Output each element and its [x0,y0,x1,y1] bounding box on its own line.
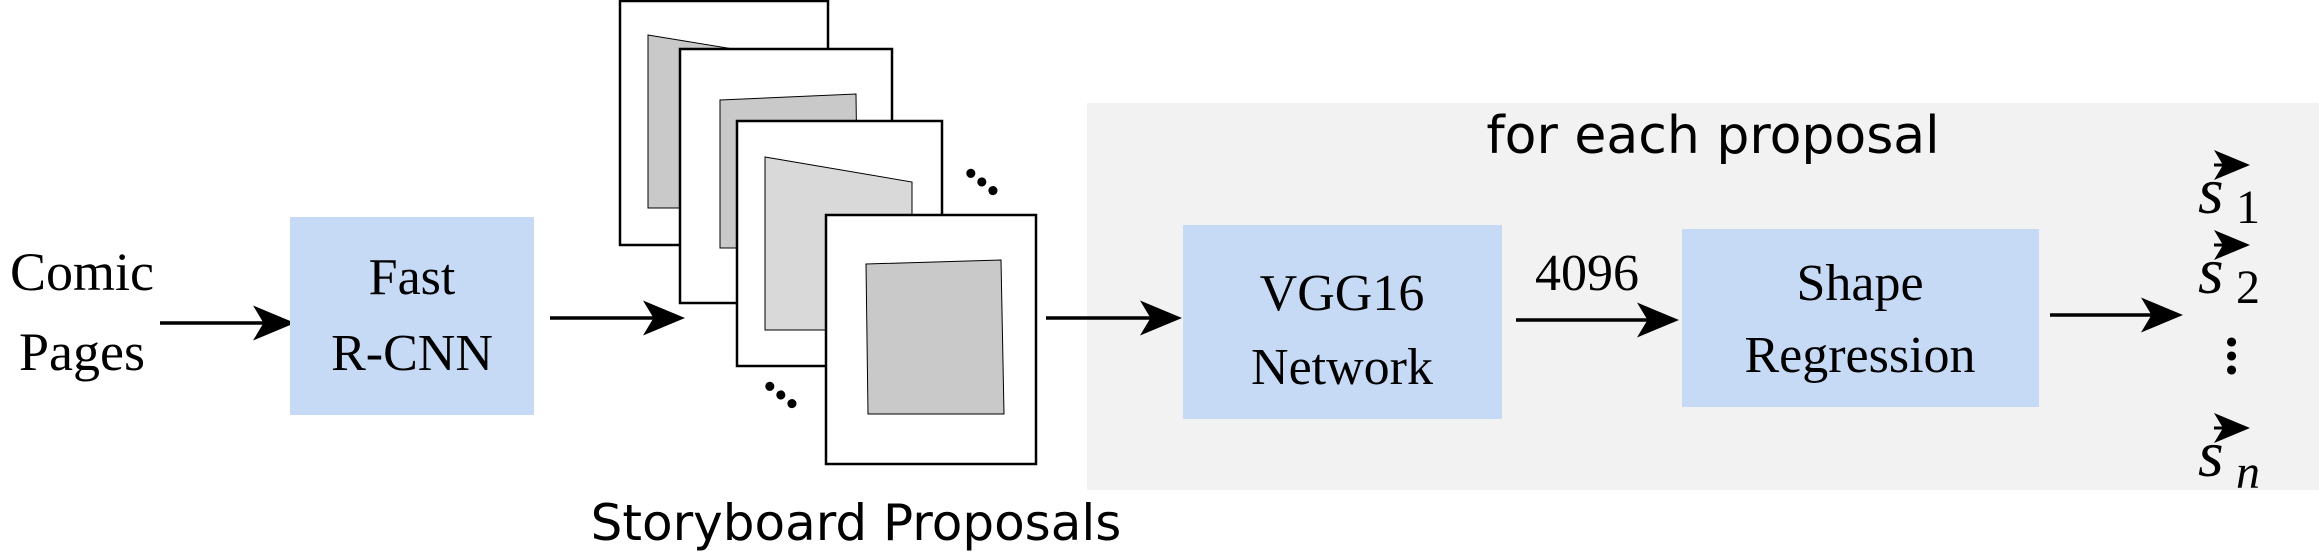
fast-rcnn-label-line1: Fast [369,249,456,306]
output-vector-2-symbol: s [2198,235,2224,308]
proposal-card-4 [824,213,1038,466]
fast-rcnn-box [290,217,534,415]
feature-dimension-label: 4096 [1535,245,1639,302]
output-vector-n-subscript: n [2236,446,2260,499]
proposal-ellipsis-upper: ... [955,133,1026,208]
vgg16-label-line1: VGG16 [1260,265,1425,322]
vgg16-label-line2: Network [1251,339,1433,396]
input-label-line2: Pages [19,322,145,382]
shape-regression-label-line2: Regression [1744,327,1975,384]
output-vector-1-subscript: 1 [2236,181,2260,234]
output-vector-2-subscript: 2 [2236,261,2260,314]
shape-regression-box [1682,229,2039,407]
output-vector-n: s n [2198,413,2260,499]
output-vector-2: s 2 [2198,230,2260,314]
vgg16-box [1183,225,1502,419]
input-label-line1: Comic [10,242,154,302]
shape-regression-label-line1: Shape [1796,255,1923,312]
output-vector-n-symbol: s [2198,418,2224,491]
proposal-card-4-panel [865,259,1005,415]
proposals-caption: Storyboard Proposals [591,494,1122,552]
panel-title: for each proposal [1486,106,1939,166]
output-vector-1-symbol: s [2198,155,2224,228]
output-vector-1: s 1 [2198,150,2260,234]
proposal-stack [618,0,1038,466]
fast-rcnn-label-line2: R-CNN [331,325,493,382]
output-vertical-ellipsis: ... [2215,335,2277,377]
